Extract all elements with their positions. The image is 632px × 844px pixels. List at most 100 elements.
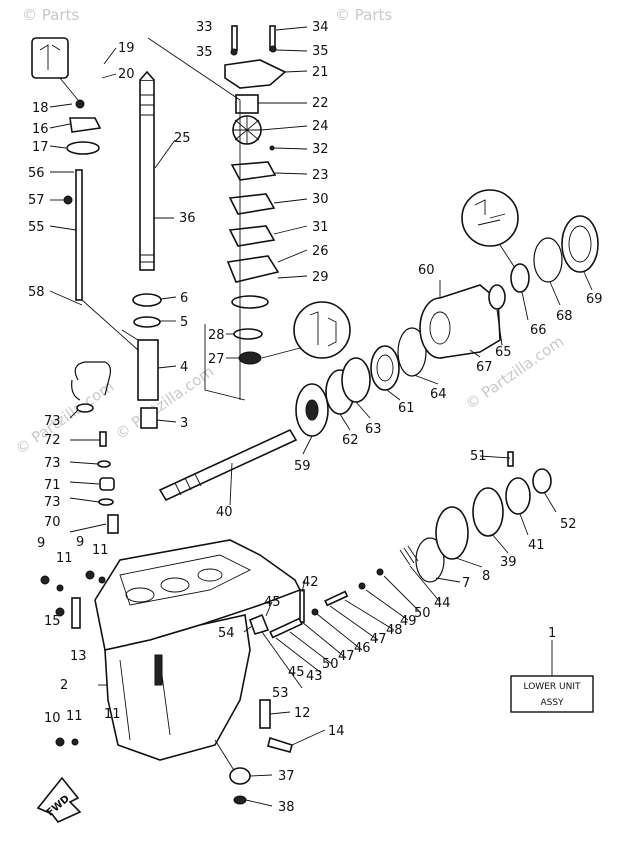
callout: 67 <box>476 360 493 375</box>
part-73 <box>98 498 114 506</box>
shift-parts <box>248 568 384 639</box>
lower-case-housing <box>94 539 302 781</box>
callout: 73 <box>44 456 61 471</box>
plug-37 <box>229 767 251 785</box>
callout: 59 <box>294 459 311 474</box>
callout: 11 <box>56 551 73 566</box>
callout: 63 <box>365 422 382 437</box>
plug-38 <box>233 795 247 805</box>
callout: 51 <box>470 449 487 464</box>
part-41 <box>505 477 531 515</box>
callout: 27 <box>208 352 225 367</box>
callout: 49 <box>400 614 417 629</box>
callout: 13 <box>70 649 87 664</box>
callout: 1 <box>548 626 556 641</box>
callout: 31 <box>312 220 329 235</box>
leader-lines <box>49 26 593 807</box>
callout: 61 <box>398 401 415 416</box>
callout: 28 <box>208 328 225 343</box>
callout: 6 <box>180 291 188 306</box>
callout: 65 <box>495 345 512 360</box>
part-15 <box>55 607 65 617</box>
part-27 <box>238 351 262 365</box>
part-52 <box>532 468 552 494</box>
watermark: © Partzilla.com <box>112 362 217 443</box>
callout: 54 <box>218 626 235 641</box>
callout: 57 <box>28 193 45 208</box>
svg-text:ASSY: ASSY <box>540 698 564 708</box>
part-57 <box>63 195 73 205</box>
callout: 38 <box>278 800 295 815</box>
part-11 <box>71 738 79 746</box>
watermark: © Parts <box>22 6 79 24</box>
part-17 <box>66 141 100 155</box>
callout: 22 <box>312 96 329 111</box>
callout: 62 <box>342 433 359 448</box>
water-pump <box>224 59 287 309</box>
o-ring-64 <box>397 327 427 377</box>
bearing-61 <box>370 345 400 391</box>
callout: 68 <box>556 309 573 324</box>
callout: 37 <box>278 769 295 784</box>
part-8 <box>435 506 469 560</box>
part-9 <box>40 575 50 585</box>
svg-text:LOWER UNIT: LOWER UNIT <box>524 682 581 692</box>
callout: 64 <box>430 387 447 402</box>
bolt-14 <box>267 736 293 753</box>
spring-44 <box>399 545 419 566</box>
o-ring-7 <box>415 537 445 583</box>
seal-detail <box>31 37 69 79</box>
part-11 <box>56 584 64 592</box>
callout: 41 <box>528 538 545 553</box>
part-12 <box>259 699 271 729</box>
part-16 <box>69 117 102 133</box>
part-72 <box>99 431 107 447</box>
callout-numbers: 1 2 3 4 5 6 7 8 9 9 10 11 11 11 15 12 13… <box>28 20 603 815</box>
callout: 11 <box>92 543 109 558</box>
callout: 45 <box>288 665 305 680</box>
callout: 73 <box>44 414 61 429</box>
callout: 11 <box>66 709 83 724</box>
callout: 26 <box>312 244 329 259</box>
callout: 23 <box>312 168 329 183</box>
reverse-gear-39 <box>472 487 504 537</box>
part-13 <box>71 597 81 629</box>
callout: 9 <box>76 535 84 550</box>
part-65 <box>488 284 506 310</box>
callout: 40 <box>216 505 233 520</box>
propeller-shaft <box>158 428 298 502</box>
callout: 39 <box>500 555 517 570</box>
callout: 21 <box>312 65 329 80</box>
callout: 25 <box>174 131 191 146</box>
forward-gear <box>295 383 329 437</box>
washer-35 <box>230 48 238 56</box>
callout: 14 <box>328 724 345 739</box>
callout: 16 <box>32 122 49 137</box>
part-73 <box>76 403 94 413</box>
part-70 <box>107 514 119 534</box>
callout: 30 <box>312 192 329 207</box>
callout: 12 <box>294 706 311 721</box>
callout: 35 <box>196 45 213 60</box>
part-68 <box>533 237 563 283</box>
callout: 72 <box>44 433 61 448</box>
callout: 4 <box>180 360 188 375</box>
callout: 47 <box>370 632 387 647</box>
part-3 <box>140 407 158 429</box>
callout: 69 <box>586 292 603 307</box>
callout: 53 <box>272 686 289 701</box>
part-28 <box>233 328 263 340</box>
part-73 <box>97 460 111 468</box>
part-5 <box>133 316 161 328</box>
callout: 56 <box>28 166 45 181</box>
callout: 32 <box>312 142 329 157</box>
callout: 33 <box>196 20 213 35</box>
shift-rod <box>75 169 83 301</box>
callout: 34 <box>312 20 329 35</box>
pin-51 <box>507 451 514 467</box>
washer-35 <box>269 45 277 53</box>
part-4 <box>137 339 159 401</box>
callout: 36 <box>179 211 196 226</box>
callout: 71 <box>44 478 61 493</box>
